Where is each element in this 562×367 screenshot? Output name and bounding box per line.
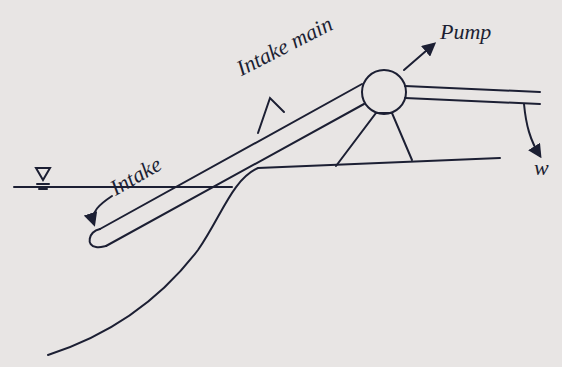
water-level-tick [39,188,47,190]
pump-leader [404,44,434,70]
intake-main-pipe [106,104,364,246]
intake-leader [93,196,112,224]
intake-main-leader [258,98,284,133]
pump-stand [336,113,412,166]
water-level-tick [37,183,49,185]
part-label: Pump [440,21,491,43]
outlet-arrow [524,104,540,156]
pump-circle [362,70,406,114]
part-label: Intake main [233,13,336,80]
intake-main-pipe [100,84,362,229]
water-level-symbol [36,168,50,180]
part-label: w [534,157,549,179]
intake-mouth [90,229,106,247]
part-label: Intake [107,153,166,200]
outlet-pipe [405,98,540,104]
outlet-pipe [405,86,540,92]
